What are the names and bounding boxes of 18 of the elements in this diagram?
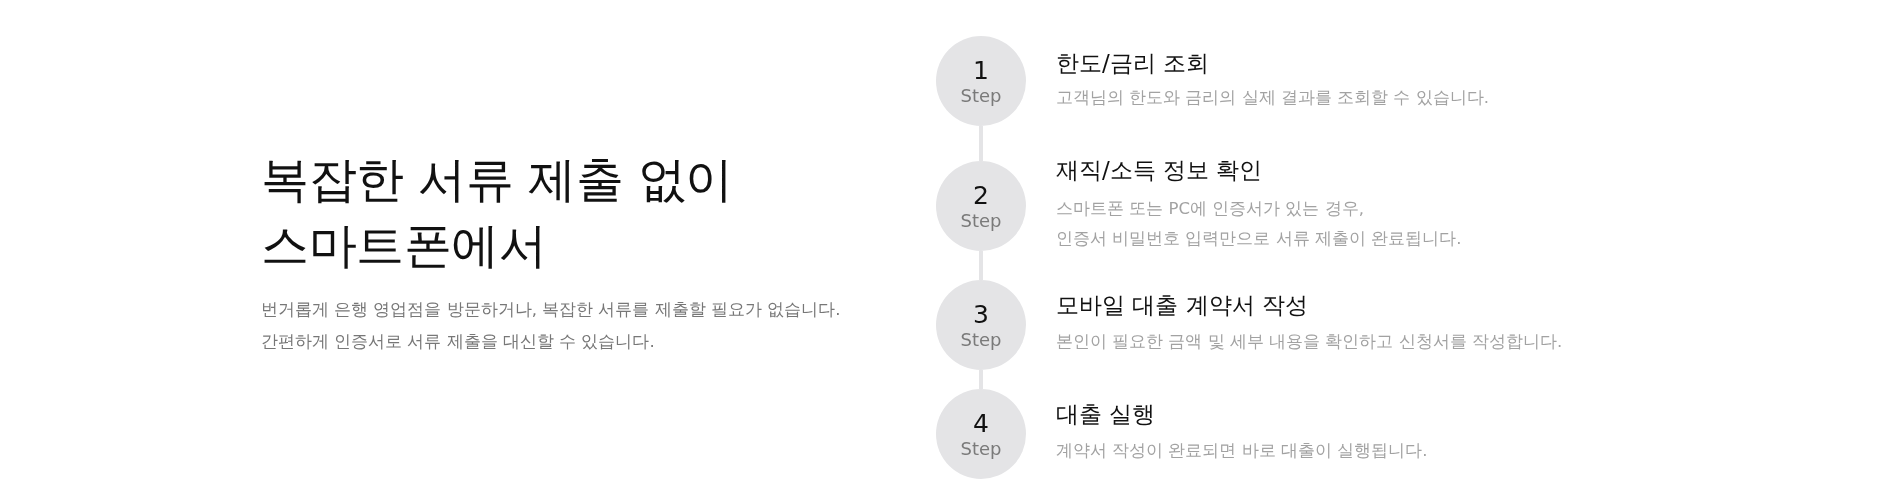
step-title: 모바일 대출 계약서 작성 bbox=[1056, 291, 1309, 320]
step-title: 대출 실행 bbox=[1056, 400, 1157, 429]
step-title: 재직/소득 정보 확인 bbox=[1056, 156, 1264, 185]
step-number: 4 bbox=[973, 410, 989, 438]
step-description: 고객님의 한도와 금리의 실제 결과를 조회할 수 있습니다. bbox=[1056, 87, 1489, 109]
step-number: 1 bbox=[973, 57, 989, 85]
step-label: Step bbox=[960, 438, 1002, 460]
step-number: 3 bbox=[973, 301, 989, 329]
step-number: 2 bbox=[973, 182, 989, 210]
step-label: Step bbox=[960, 85, 1002, 107]
step-description: 스마트폰 또는 PC에 인증서가 있는 경우, 인증서 비밀번호 입력만으로 서류 제출이 완료됩니다. bbox=[1056, 198, 1462, 250]
step-description: 계약서 작성이 완료되면 바로 대출이 실행됩니다. bbox=[1056, 440, 1428, 462]
step-label: Step bbox=[960, 210, 1002, 232]
step-label: Step bbox=[960, 329, 1002, 351]
heading: 복잡한 서류 제출 없이 스마트폰에서 bbox=[261, 150, 733, 275]
step-description: 본인이 필요한 금액 및 세부 내용을 확인하고 신청서를 작성합니다. bbox=[1056, 331, 1563, 353]
intro-text: 번거롭게 은행 영업점을 방문하거나, 복잡한 서류를 제출할 필요가 없습니다. 간편하게 인증서로 서류 제출을 대신할 수 있습니다. bbox=[261, 299, 841, 353]
step-title: 한도/금리 조회 bbox=[1056, 49, 1211, 78]
